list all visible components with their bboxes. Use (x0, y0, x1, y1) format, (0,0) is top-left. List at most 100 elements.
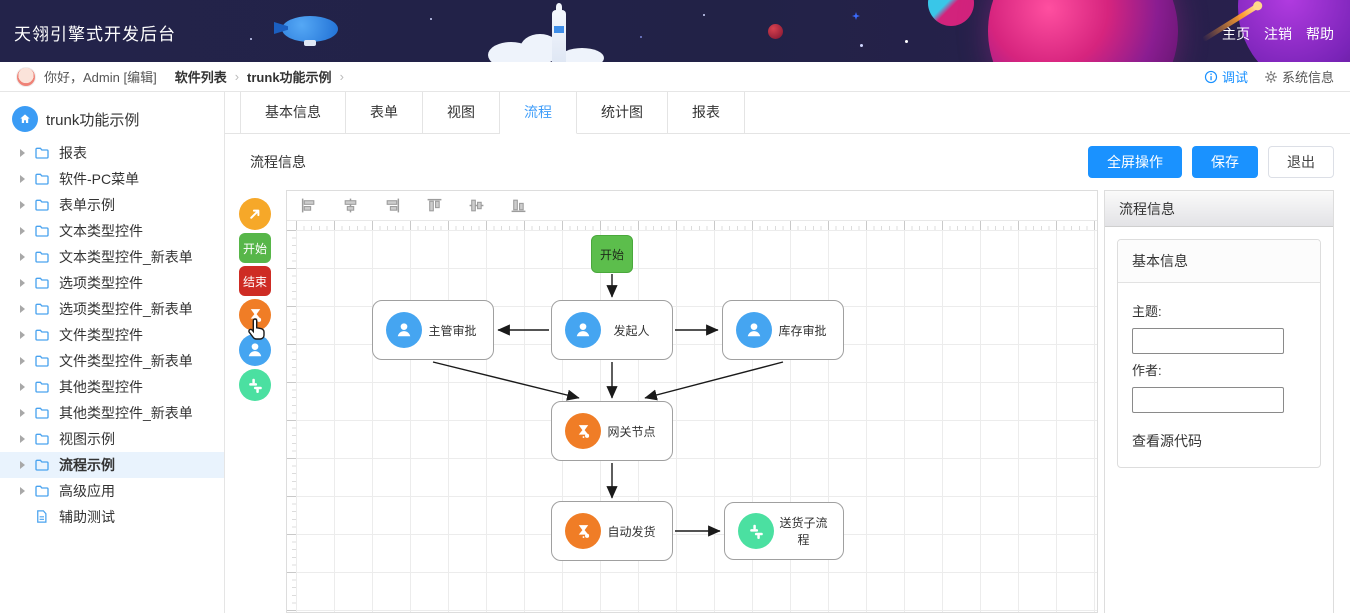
folder-icon (34, 223, 50, 239)
sidebar-item-文件类型控件_新表单[interactable]: 文件类型控件_新表单 (0, 348, 224, 374)
breadcrumb-trunk-demo[interactable]: trunk功能示例 (247, 70, 332, 85)
folder-icon (34, 431, 50, 447)
expand-caret-icon[interactable] (20, 331, 25, 339)
exit-button[interactable]: 退出 (1268, 146, 1334, 178)
flow-node-start[interactable]: 开始 (591, 235, 633, 273)
flow-node-gateway-node[interactable]: 网关节点 (551, 401, 673, 461)
sidebar-item-选项类型控件[interactable]: 选项类型控件 (0, 270, 224, 296)
sidebar-item-辅助测试[interactable]: 辅助测试 (0, 504, 224, 530)
align-bottom-button[interactable] (509, 197, 527, 215)
flow-node-delivery-subflow[interactable]: 送货子流程 (724, 502, 844, 560)
flow-canvas[interactable]: 开始主管审批 发起人 库存审批网关节点自动发货 送货子流程 (287, 221, 1097, 612)
expand-caret-icon[interactable] (20, 357, 25, 365)
expand-caret-icon[interactable] (20, 201, 25, 209)
folder-icon (34, 301, 50, 317)
flow-node-auto-ship[interactable]: 自动发货 (551, 501, 673, 561)
topbar-link-logout[interactable]: 注销 (1264, 26, 1292, 42)
view-source-link[interactable]: 查看源代码 (1132, 433, 1202, 449)
topbar-link-home[interactable]: 主页 (1222, 26, 1250, 42)
save-button[interactable]: 保存 (1192, 146, 1258, 178)
tab-流程[interactable]: 流程 (500, 92, 577, 134)
sidebar-item-流程示例[interactable]: 流程示例 (0, 452, 224, 478)
align-top-button[interactable] (425, 197, 443, 215)
sidebar-item-软件-PC菜单[interactable]: 软件-PC菜单 (0, 166, 224, 192)
flow-node-label: 自动发货 (607, 524, 656, 539)
basic-info-title: 基本信息 (1118, 240, 1320, 283)
sidebar-item-视图示例[interactable]: 视图示例 (0, 426, 224, 452)
expand-caret-icon[interactable] (20, 383, 25, 391)
debug-button[interactable]: 调试 (1204, 67, 1248, 86)
tab-统计图[interactable]: 统计图 (577, 92, 668, 133)
flow-node-label: 送货子流程 (779, 516, 828, 547)
align-center-horizontal-button[interactable] (341, 197, 359, 215)
palette-user-node-button[interactable] (239, 334, 271, 366)
star-decoration (852, 12, 860, 20)
palette-start-button[interactable]: 开始 (239, 233, 271, 263)
sidebar-item-高级应用[interactable]: 高级应用 (0, 478, 224, 504)
subject-input[interactable] (1132, 328, 1284, 354)
teal-planet-decoration (928, 0, 974, 26)
app-title: 天翎引擎式开发后台 (14, 25, 176, 44)
expand-caret-icon[interactable] (20, 461, 25, 469)
author-input[interactable] (1132, 387, 1284, 413)
sidebar-item-label: 其他类型控件 (59, 379, 143, 395)
folder-icon (34, 327, 50, 343)
breadcrumb-software-list[interactable]: 软件列表 (174, 70, 227, 85)
sidebar-item-其他类型控件_新表单[interactable]: 其他类型控件_新表单 (0, 400, 224, 426)
expand-caret-icon[interactable] (20, 487, 25, 495)
toolbar-row: 流程信息 全屏操作 保存 退出 (225, 134, 1350, 190)
align-middle-vertical-button[interactable] (467, 197, 485, 215)
subject-label: 主题: (1132, 304, 1162, 319)
tab-视图[interactable]: 视图 (423, 92, 500, 133)
expand-caret-icon[interactable] (20, 279, 25, 287)
tab-bar: 基本信息表单视图流程统计图报表 (225, 92, 1350, 134)
sidebar-item-表单示例[interactable]: 表单示例 (0, 192, 224, 218)
flow-node-manager-approval[interactable]: 主管审批 (372, 300, 494, 360)
align-left-button[interactable] (299, 197, 317, 215)
expand-caret-icon[interactable] (20, 435, 25, 443)
flow-canvas-wrap: 开始主管审批 发起人 库存审批网关节点自动发货 送货子流程 (286, 190, 1098, 613)
expand-caret-icon[interactable] (20, 409, 25, 417)
user-node-icon (565, 312, 601, 348)
sidebar-item-文本类型控件_新表单[interactable]: 文本类型控件_新表单 (0, 244, 224, 270)
sidebar-item-label: 表单示例 (59, 197, 115, 213)
vertical-ruler (287, 230, 296, 612)
align-right-button[interactable] (383, 197, 401, 215)
flow-node-stock-approval[interactable]: 库存审批 (722, 300, 844, 360)
expand-caret-icon[interactable] (20, 175, 25, 183)
fullscreen-button[interactable]: 全屏操作 (1088, 146, 1182, 178)
palette-connector-button[interactable] (239, 198, 271, 230)
user-avatar[interactable] (16, 66, 36, 87)
user-bar: 你好，Admin [编辑] 软件列表›trunk功能示例› 调试系统信息 (0, 62, 1350, 92)
topbar-link-help[interactable]: 帮助 (1306, 26, 1334, 42)
sidebar-item-文本类型控件[interactable]: 文本类型控件 (0, 218, 224, 244)
system-info-button[interactable]: 系统信息 (1264, 67, 1334, 86)
sidebar-item-选项类型控件_新表单[interactable]: 选项类型控件_新表单 (0, 296, 224, 322)
flow-node-label: 库存审批 (778, 323, 827, 338)
expand-caret-icon[interactable] (20, 305, 25, 313)
cloud-decoration (560, 48, 604, 62)
sidebar-item-label: 文本类型控件_新表单 (59, 249, 193, 265)
expand-caret-icon[interactable] (20, 253, 25, 261)
tab-表单[interactable]: 表单 (346, 92, 423, 133)
sidebar-item-其他类型控件[interactable]: 其他类型控件 (0, 374, 224, 400)
tab-报表[interactable]: 报表 (668, 92, 745, 133)
palette-gateway-button[interactable] (239, 299, 271, 331)
small-planet-decoration (768, 24, 783, 39)
sidebar-item-报表[interactable]: 报表 (0, 140, 224, 166)
sidebar-item-label: 报表 (59, 145, 87, 161)
home-icon (12, 106, 38, 132)
flow-node-initiator[interactable]: 发起人 (551, 300, 673, 360)
palette-end-button[interactable]: 结束 (239, 266, 271, 296)
expand-caret-icon[interactable] (20, 227, 25, 235)
sidebar-item-label: 软件-PC菜单 (59, 171, 140, 187)
flow-node-label: 主管审批 (428, 323, 477, 338)
star-decoration (640, 36, 642, 38)
user-node-icon (386, 312, 422, 348)
sidebar-item-label: 选项类型控件 (59, 275, 143, 291)
sidebar-item-文件类型控件[interactable]: 文件类型控件 (0, 322, 224, 348)
palette-subflow-button[interactable] (239, 369, 271, 401)
expand-caret-icon[interactable] (20, 149, 25, 157)
tab-基本信息[interactable]: 基本信息 (240, 92, 346, 133)
sidebar-root[interactable]: trunk功能示例 (0, 102, 224, 140)
